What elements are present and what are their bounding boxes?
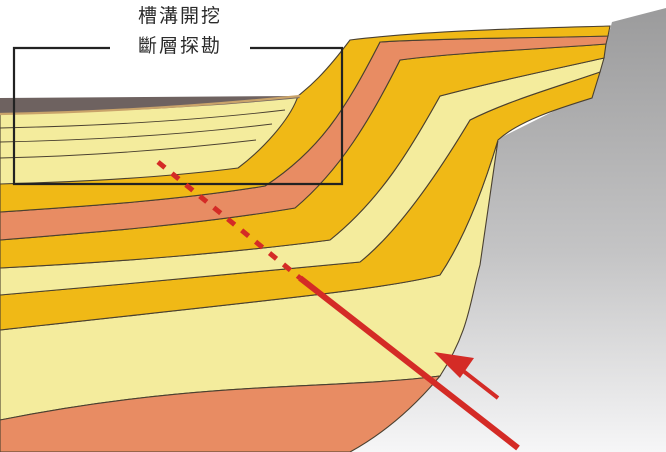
arrow-up-left-icon bbox=[434, 352, 500, 400]
stratum-layer-2 bbox=[0, 375, 442, 452]
caption-line-2: 斷層探勘 bbox=[110, 34, 250, 58]
fault-line-solid bbox=[298, 275, 520, 451]
fault-line-dashed bbox=[156, 160, 302, 280]
stratum-lamination bbox=[0, 109, 286, 159]
surface-soil-edge bbox=[0, 94, 301, 116]
trench-box bbox=[12, 46, 344, 186]
surface-soil bbox=[0, 96, 300, 114]
caption-line-1: 槽溝開挖 bbox=[110, 4, 250, 28]
